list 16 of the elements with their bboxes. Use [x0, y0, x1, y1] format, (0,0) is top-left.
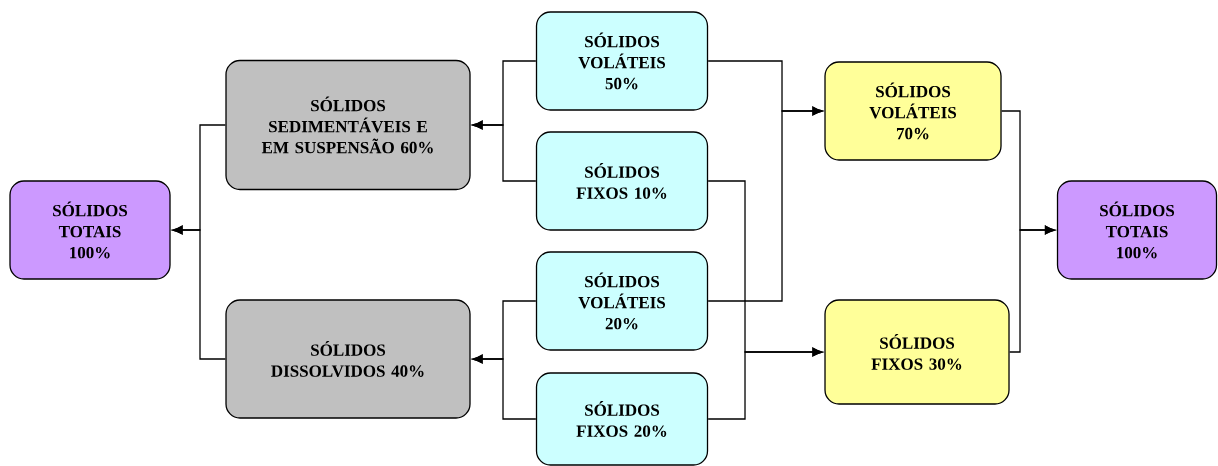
arrow	[707, 106, 823, 302]
arrow	[172, 225, 226, 360]
total-box: SÓLIDOS TOTAIS 100%	[9, 180, 171, 280]
arrow	[707, 347, 823, 420]
arrow	[472, 120, 537, 182]
arrow	[1009, 225, 1056, 353]
fraction-box: SÓLIDOS VOLÁTEIS 20%	[535, 251, 709, 351]
fraction-box: SÓLIDOS FIXOS 10%	[535, 131, 709, 231]
category-box: SÓLIDOS SEDIMENTÁVEIS E EM SUSPENSÃO 60%	[225, 59, 471, 191]
arrow	[472, 354, 537, 420]
fraction-box: SÓLIDOS VOLÁTEIS 50%	[535, 11, 709, 111]
fraction-box: SÓLIDOS FIXOS 20%	[535, 372, 709, 466]
total-box: SÓLIDOS TOTAIS 100%	[1056, 180, 1218, 280]
category-box: SÓLIDOS DISSOLVIDOS 40%	[225, 299, 471, 419]
fraction-box: SÓLIDOS FIXOS 30%	[824, 299, 1010, 405]
fraction-box: SÓLIDOS VOLÁTEIS 70%	[824, 61, 1002, 161]
